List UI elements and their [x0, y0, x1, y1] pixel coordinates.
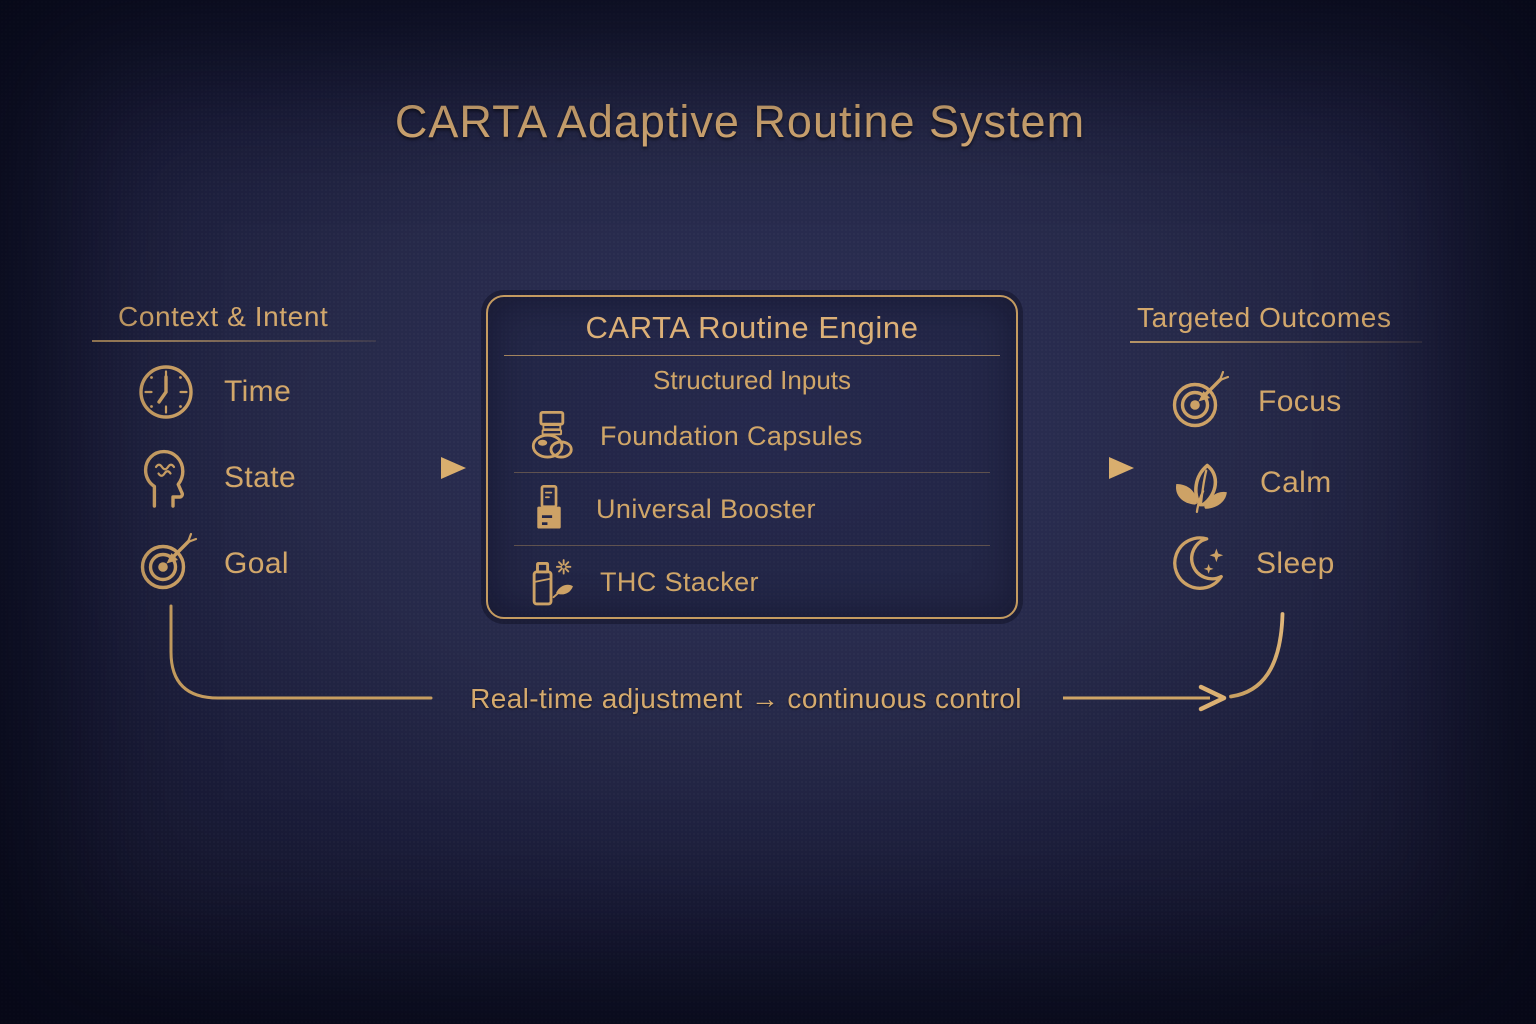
list-item-label: State	[224, 461, 297, 494]
outcomes-heading: Targeted Outcomes	[1137, 302, 1392, 333]
engine-items: Foundation Capsules Universal Booster	[488, 400, 1016, 618]
context-underline	[92, 340, 376, 342]
context-heading: Context & Intent	[118, 301, 329, 332]
engine-item-thc-stacker: THC Stacker	[488, 546, 1016, 618]
list-item-label: Calm	[1260, 466, 1332, 499]
list-item-time: Time	[134, 360, 296, 424]
outcomes-underline	[1130, 341, 1422, 343]
thc-vial-icon	[524, 555, 578, 609]
list-item-focus: Focus	[1166, 370, 1342, 434]
list-item-label: Goal	[224, 547, 289, 580]
list-item-label: Focus	[1258, 385, 1342, 418]
engine-title-divider	[504, 355, 1000, 356]
engine-item-universal-booster: Universal Booster	[488, 473, 1016, 545]
context-list: Time State	[134, 360, 296, 596]
leaves-icon	[1166, 450, 1232, 516]
engine-row-divider	[514, 472, 990, 473]
engine-item-label: Universal Booster	[596, 493, 816, 524]
outcomes-list: Focus Calm Sleep	[1166, 370, 1342, 596]
list-item-label: Sleep	[1256, 547, 1335, 580]
moon-icon	[1166, 533, 1228, 595]
feedback-curve-left	[169, 604, 433, 700]
clock-icon	[134, 360, 198, 424]
engine-item-label: THC Stacker	[600, 566, 759, 597]
list-item-label: Time	[224, 375, 292, 408]
engine-row-divider	[514, 545, 990, 546]
engine-box: CARTA Routine Engine Structured Inputs F…	[486, 295, 1018, 619]
engine-title: CARTA Routine Engine	[585, 310, 919, 345]
arrow-context-to-engine	[350, 457, 466, 479]
list-item-goal: Goal	[134, 532, 296, 596]
target-focus-icon	[1166, 370, 1230, 434]
engine-subtitle: Structured Inputs	[653, 365, 851, 395]
page-title: CARTA Adaptive Routine System	[394, 96, 1086, 147]
target-goal-icon	[134, 532, 198, 596]
list-item-state: State	[134, 446, 296, 510]
arrow-engine-to-outcomes	[1030, 457, 1134, 479]
capsules-icon	[524, 409, 578, 463]
feedback-curve-right	[1063, 612, 1285, 712]
booster-bottle-icon	[524, 484, 574, 534]
list-item-sleep: Sleep	[1166, 532, 1342, 596]
list-item-calm: Calm	[1166, 451, 1342, 515]
head-state-icon	[134, 446, 198, 510]
engine-item-label: Foundation Capsules	[600, 420, 863, 451]
feedback-label: Real-time adjustment → continuous contro…	[470, 683, 1022, 714]
engine-item-foundation-capsules: Foundation Capsules	[488, 400, 1016, 472]
